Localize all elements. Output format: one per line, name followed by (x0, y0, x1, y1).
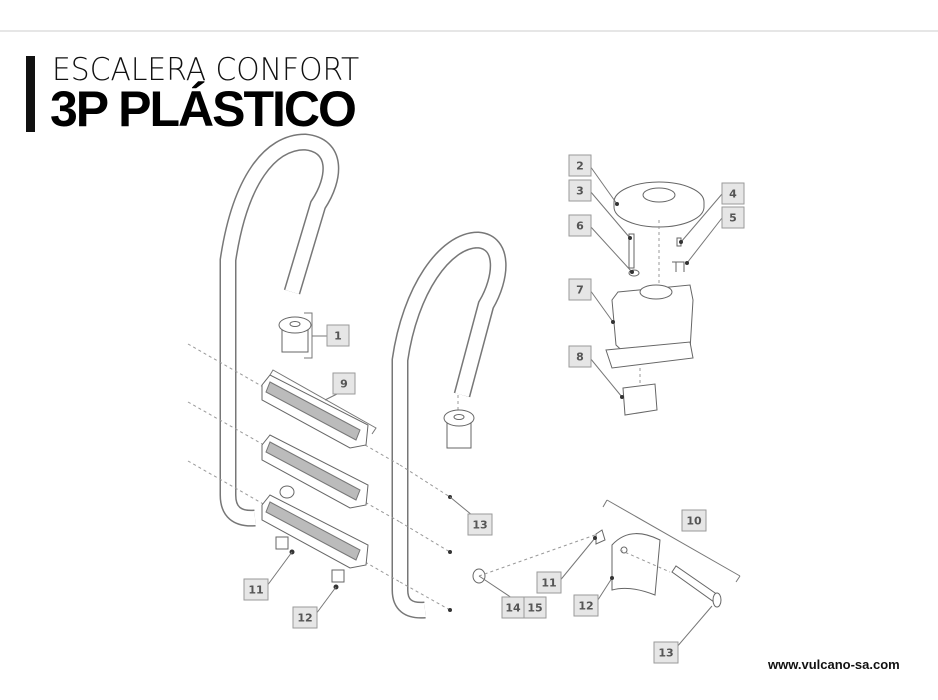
callout-12-left: 12 (292, 606, 318, 629)
callout-13-left: 13 (467, 513, 493, 536)
callout-11-left: 11 (243, 578, 269, 601)
callout-2: 2 (568, 154, 592, 177)
top-divider (0, 30, 938, 32)
callout-4: 4 (721, 182, 745, 205)
callout-9: 9 (332, 372, 356, 395)
svg-text:15: 15 (527, 602, 542, 615)
title-accent-bar (26, 56, 35, 132)
callout-3: 3 (568, 179, 592, 202)
anchor-right (443, 395, 475, 449)
callout-8: 8 (568, 345, 592, 368)
callout-10: 10 (681, 509, 707, 532)
svg-text:11: 11 (541, 577, 556, 590)
svg-text:2: 2 (576, 160, 584, 173)
callout-11-right: 11 (536, 571, 562, 594)
callout-6: 6 (568, 214, 592, 237)
callout-13-right: 13 (653, 641, 679, 664)
bracket-9 (269, 369, 377, 435)
svg-text:9: 9 (340, 378, 348, 391)
step-2 (261, 434, 369, 509)
callout-1: 1 (326, 324, 350, 347)
svg-text:12: 12 (578, 600, 593, 613)
callout-14: 14 (501, 596, 525, 619)
svg-text:1: 1 (334, 330, 342, 343)
svg-text:4: 4 (729, 188, 737, 201)
title-line-1: ESCALERA CONFORT (52, 52, 360, 88)
base-assembly (605, 181, 705, 416)
callout-15: 15 (523, 596, 547, 619)
svg-text:8: 8 (576, 351, 584, 364)
anchor-left (278, 316, 312, 353)
title-line-2: 3P PLÁSTICO (50, 81, 357, 137)
svg-text:7: 7 (576, 284, 584, 297)
left-handrail (219, 133, 340, 527)
svg-text:3: 3 (576, 185, 584, 198)
step-3 (261, 494, 369, 569)
svg-text:13: 13 (658, 647, 673, 660)
right-handrail (391, 231, 507, 619)
bracket-1 (304, 312, 327, 359)
svg-text:10: 10 (686, 515, 702, 528)
website-link[interactable]: www.vulcano-sa.com (768, 657, 900, 672)
svg-text:6: 6 (576, 220, 584, 233)
svg-text:5: 5 (729, 212, 737, 225)
clamp-assembly (595, 499, 741, 608)
svg-text:11: 11 (248, 584, 263, 597)
svg-text:13: 13 (472, 519, 487, 532)
callout-7: 7 (568, 278, 592, 301)
svg-text:14: 14 (505, 602, 521, 615)
svg-text:12: 12 (297, 612, 312, 625)
callout-12-right: 12 (573, 594, 599, 617)
callout-5: 5 (721, 206, 745, 229)
steps (187, 343, 596, 612)
